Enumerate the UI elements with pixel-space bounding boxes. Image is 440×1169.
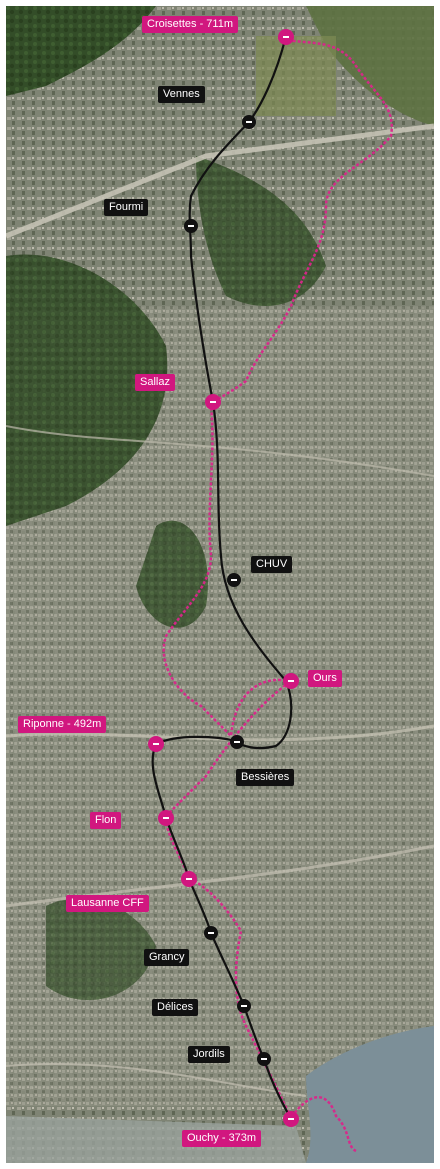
- aerial-background: [6, 6, 434, 1163]
- station-label-ouchy[interactable]: Ouchy - 373m: [182, 1130, 262, 1147]
- station-marker-sallaz[interactable]: [205, 394, 221, 410]
- station-marker-jordils[interactable]: [257, 1052, 271, 1066]
- station-marker-bessieres[interactable]: [230, 735, 244, 749]
- station-label-lausanne-cff[interactable]: Lausanne CFF: [66, 895, 149, 912]
- station-label-sallaz[interactable]: Sallaz: [135, 374, 175, 391]
- station-label-bessieres[interactable]: Bessières: [236, 769, 295, 786]
- station-marker-vennes[interactable]: [242, 115, 256, 129]
- station-label-flon[interactable]: Flon: [90, 812, 122, 829]
- station-marker-croisettes[interactable]: [278, 29, 294, 45]
- station-marker-ours[interactable]: [283, 673, 299, 689]
- station-marker-fourmi[interactable]: [184, 219, 198, 233]
- station-label-delices[interactable]: Délices: [152, 999, 199, 1016]
- station-label-jordils[interactable]: Jordils: [188, 1046, 230, 1063]
- station-marker-grancy[interactable]: [204, 926, 218, 940]
- station-label-vennes[interactable]: Vennes: [158, 86, 205, 103]
- station-marker-chuv[interactable]: [227, 573, 241, 587]
- station-marker-riponne[interactable]: [148, 736, 164, 752]
- station-marker-ouchy[interactable]: [283, 1111, 299, 1127]
- station-label-ours[interactable]: Ours: [308, 670, 342, 687]
- aerial-map[interactable]: Croisettes - 711m Vennes Fourmi Sallaz C…: [6, 6, 434, 1163]
- station-label-chuv[interactable]: CHUV: [251, 556, 293, 573]
- walking-route: [162, 36, 394, 1153]
- station-marker-delices[interactable]: [237, 999, 251, 1013]
- station-label-grancy[interactable]: Grancy: [144, 949, 190, 966]
- station-markers: [148, 29, 299, 1127]
- station-marker-flon[interactable]: [158, 810, 174, 826]
- station-label-fourmi[interactable]: Fourmi: [104, 199, 149, 216]
- station-label-riponne[interactable]: Riponne - 492m: [18, 716, 107, 733]
- station-label-croisettes[interactable]: Croisettes - 711m: [142, 16, 238, 33]
- station-marker-lausanne-cff[interactable]: [181, 871, 197, 887]
